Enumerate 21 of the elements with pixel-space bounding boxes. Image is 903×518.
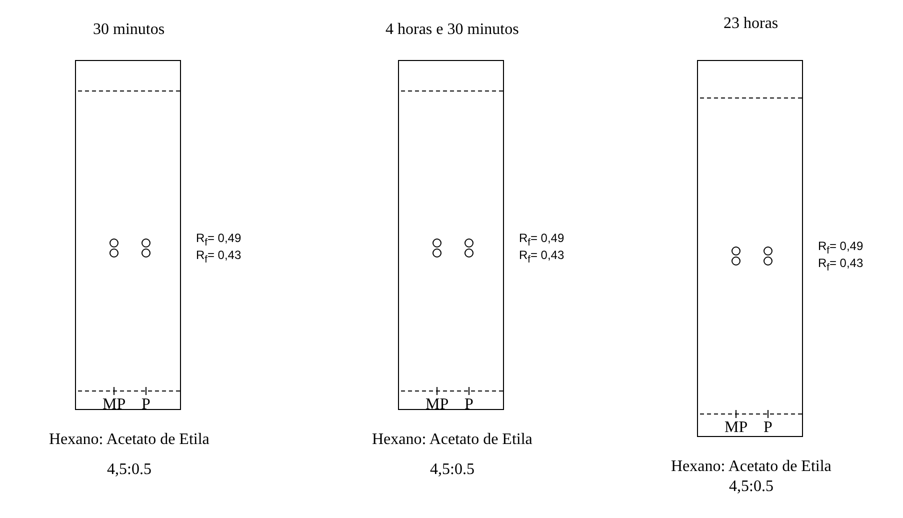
rf-value: R$_{f}$= 0,43 — [519, 248, 564, 266]
rf-value: R$_{f}$= 0,43 — [818, 256, 864, 274]
eluent-ratio: 4,5:0.5 — [107, 461, 152, 479]
lane-label: MP — [426, 396, 449, 414]
eluent-label: Hexano: Acetato de Etila — [49, 431, 210, 449]
plate-heading: 30 minutos — [93, 21, 165, 39]
rf-value: R$_{f}$= 0,49 — [818, 239, 864, 256]
lane-label: MP — [102, 396, 126, 414]
rf-value: R$_{f}$= 0,49 — [196, 231, 242, 248]
eluent-ratio: 4,5:0.5 — [729, 478, 774, 496]
plate-heading: 23 horas — [724, 15, 778, 33]
rf-value: R$_{f}$= 0,49 — [519, 231, 564, 248]
rf-value: R$_{f}$= 0,43 — [196, 248, 242, 266]
lane-label: P — [464, 396, 474, 414]
eluent-label: Hexano: Acetato de Etila — [372, 431, 532, 449]
eluent-ratio: 4,5:0.5 — [430, 461, 474, 479]
lane-label: MP — [724, 419, 748, 437]
lane-label: P — [764, 419, 772, 437]
plate-heading: 4 horas e 30 minutos — [386, 21, 519, 39]
eluent-label: Hexano: Acetato de Etila — [671, 458, 832, 476]
lane-label: P — [142, 396, 150, 414]
